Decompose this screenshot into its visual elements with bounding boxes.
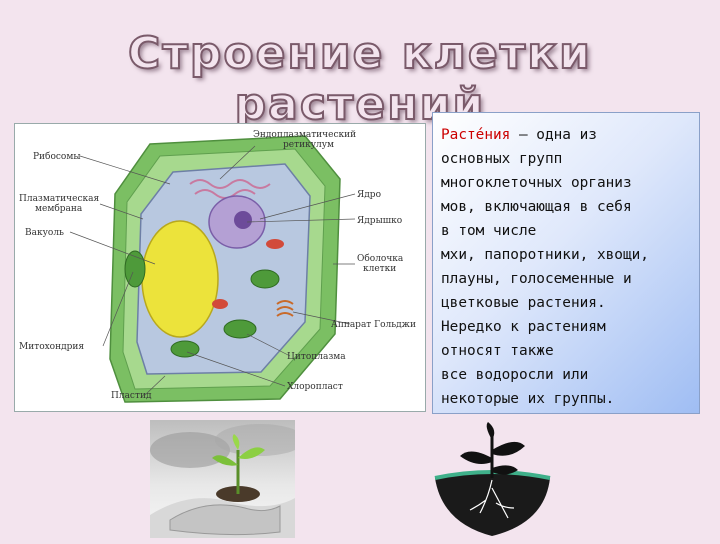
definition-line: все водоросли или (441, 367, 589, 383)
er-path (189, 179, 271, 189)
sprout-icon (430, 418, 555, 540)
definition-line: основных групп (441, 151, 563, 167)
seedling-photo-illustration (150, 424, 295, 538)
label-vacuole: Вакуоль (25, 228, 64, 238)
chloroplast-1 (124, 250, 146, 288)
label-wall-2: клетки (363, 264, 397, 274)
chloroplast-3 (223, 319, 257, 339)
label-golgi: Аппарат Гольджи (331, 320, 416, 330)
label-chloroplast: Хлоропласт (287, 382, 343, 392)
definition-line: некоторые их группы. (441, 391, 615, 407)
mitochondrion-1 (266, 239, 284, 249)
definition-line: Нередко к растениям (441, 319, 606, 335)
definition-line: цветковые растения. (441, 295, 606, 311)
label-cytoplasm: Цитоплазма (287, 352, 346, 362)
label-mitochondria: Митохондрия (19, 342, 85, 352)
label-er-2: ретикулум (283, 140, 334, 150)
label-wall: Оболочка (357, 254, 404, 264)
chloroplast-2 (250, 269, 280, 289)
definition-line: в том числе (441, 223, 537, 239)
label-nucleolus: Ядрышко (357, 216, 403, 226)
nucleolus (234, 211, 252, 229)
chloroplast-4 (170, 340, 200, 358)
definition-box: Расте́ния — одна из основных групп много… (432, 112, 700, 414)
label-plasma-2: мембрана (35, 204, 83, 214)
seedling-in-hands-photo (150, 420, 295, 538)
definition-line: плауны, голосеменные и (441, 271, 632, 287)
label-plastid: Пластид (111, 391, 152, 401)
label-nucleus: Ядро (357, 190, 381, 200)
definition-line-1: Расте́ния — одна из (441, 127, 597, 143)
page-title: Строение клетки растений (127, 27, 592, 131)
leader-lines (69, 145, 356, 396)
definition-line: относят также (441, 343, 554, 359)
label-er: Эндоплазматический (253, 130, 357, 140)
plant-cell-illustration (69, 135, 356, 403)
definition-line: мов, включающая в себя (441, 199, 632, 215)
vacuole (141, 220, 219, 338)
plant-cell-diagram: Эндоплазматический ретикулум Рибосомы Пл… (14, 123, 426, 412)
definition-term: Расте́ния (441, 127, 511, 143)
definition-line: многоклеточных организ (441, 175, 632, 191)
sprout-illustration (434, 422, 551, 536)
label-ribosomes: Рибосомы (33, 152, 81, 162)
mitochondrion-2 (212, 299, 228, 309)
label-plasma: Плазматическая (19, 194, 100, 204)
golgi (276, 300, 294, 317)
definition-line: мхи, папоротники, хвощи, (441, 247, 649, 263)
